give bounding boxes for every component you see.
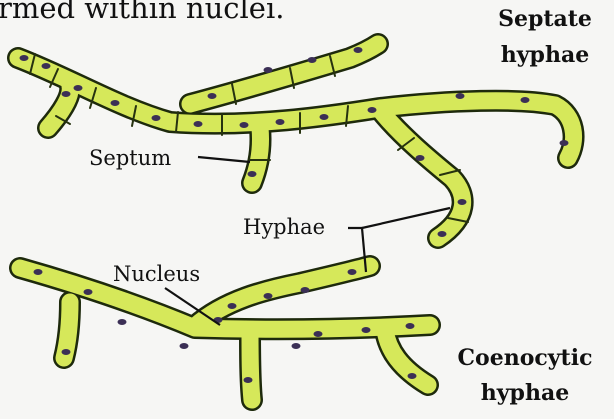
coenocytic-hypha-fills xyxy=(20,266,430,400)
nucleus-dot xyxy=(301,287,310,293)
nucleus-dot xyxy=(521,97,530,103)
nucleus-dot xyxy=(368,107,377,113)
nucleus-dot xyxy=(456,93,465,99)
septum-label: Septum xyxy=(89,146,171,170)
nucleus-dot xyxy=(248,171,257,177)
nucleus-dot xyxy=(228,303,237,309)
nucleus-dot xyxy=(416,155,425,161)
coenocytic-hyphae xyxy=(20,266,430,400)
nucleus-dot xyxy=(458,199,467,205)
nucleus-dot xyxy=(42,63,51,69)
septate-hyphae xyxy=(18,44,574,238)
nucleus-dot xyxy=(111,100,120,106)
nucleus-dot xyxy=(264,293,273,299)
nucleus-dot xyxy=(314,331,323,337)
nucleus-dot xyxy=(406,323,415,329)
nucleus-dot xyxy=(240,122,249,128)
nucleus-dot xyxy=(62,91,71,97)
header-text: rmed within nuclei. xyxy=(0,0,284,25)
septate-hyphae-label-line2: hyphae xyxy=(501,42,589,68)
nucleus-dot xyxy=(208,93,217,99)
nucleus-dot xyxy=(560,140,569,146)
nucleus-dot xyxy=(264,67,273,73)
nucleus-dot xyxy=(20,55,29,61)
nucleus-dot xyxy=(62,349,71,355)
nucleus-dot xyxy=(276,119,285,125)
nucleus-dot xyxy=(320,114,329,120)
nucleus-dot xyxy=(74,85,83,91)
nucleus-dot xyxy=(292,343,301,349)
hyphae-label: Hyphae xyxy=(243,215,325,239)
nucleus-dot xyxy=(308,57,317,63)
coenocytic-hyphae-label-line1: Coenocytic xyxy=(458,345,593,371)
coenocytic-hyphae-label-line2: hyphae xyxy=(481,380,569,406)
septate-hypha-fills xyxy=(18,44,574,238)
nucleus-dot xyxy=(152,115,161,121)
nucleus-dot xyxy=(348,269,357,275)
nucleus-dot xyxy=(180,343,189,349)
nucleus-dot xyxy=(118,319,127,325)
nucleus-dot xyxy=(34,269,43,275)
nucleus-dot xyxy=(84,289,93,295)
hyphae-leader-line-upper xyxy=(362,208,450,228)
nucleus-dot xyxy=(354,47,363,53)
septum-leader-line xyxy=(198,157,250,162)
nucleus-dot xyxy=(244,377,253,383)
nucleus-label: Nucleus xyxy=(113,262,200,286)
septate-hyphae-label-line1: Septate xyxy=(498,6,592,32)
nucleus-dot xyxy=(362,327,371,333)
nucleus-dot xyxy=(408,373,417,379)
nucleus-dot xyxy=(194,121,203,127)
nucleus-dot xyxy=(438,231,447,237)
